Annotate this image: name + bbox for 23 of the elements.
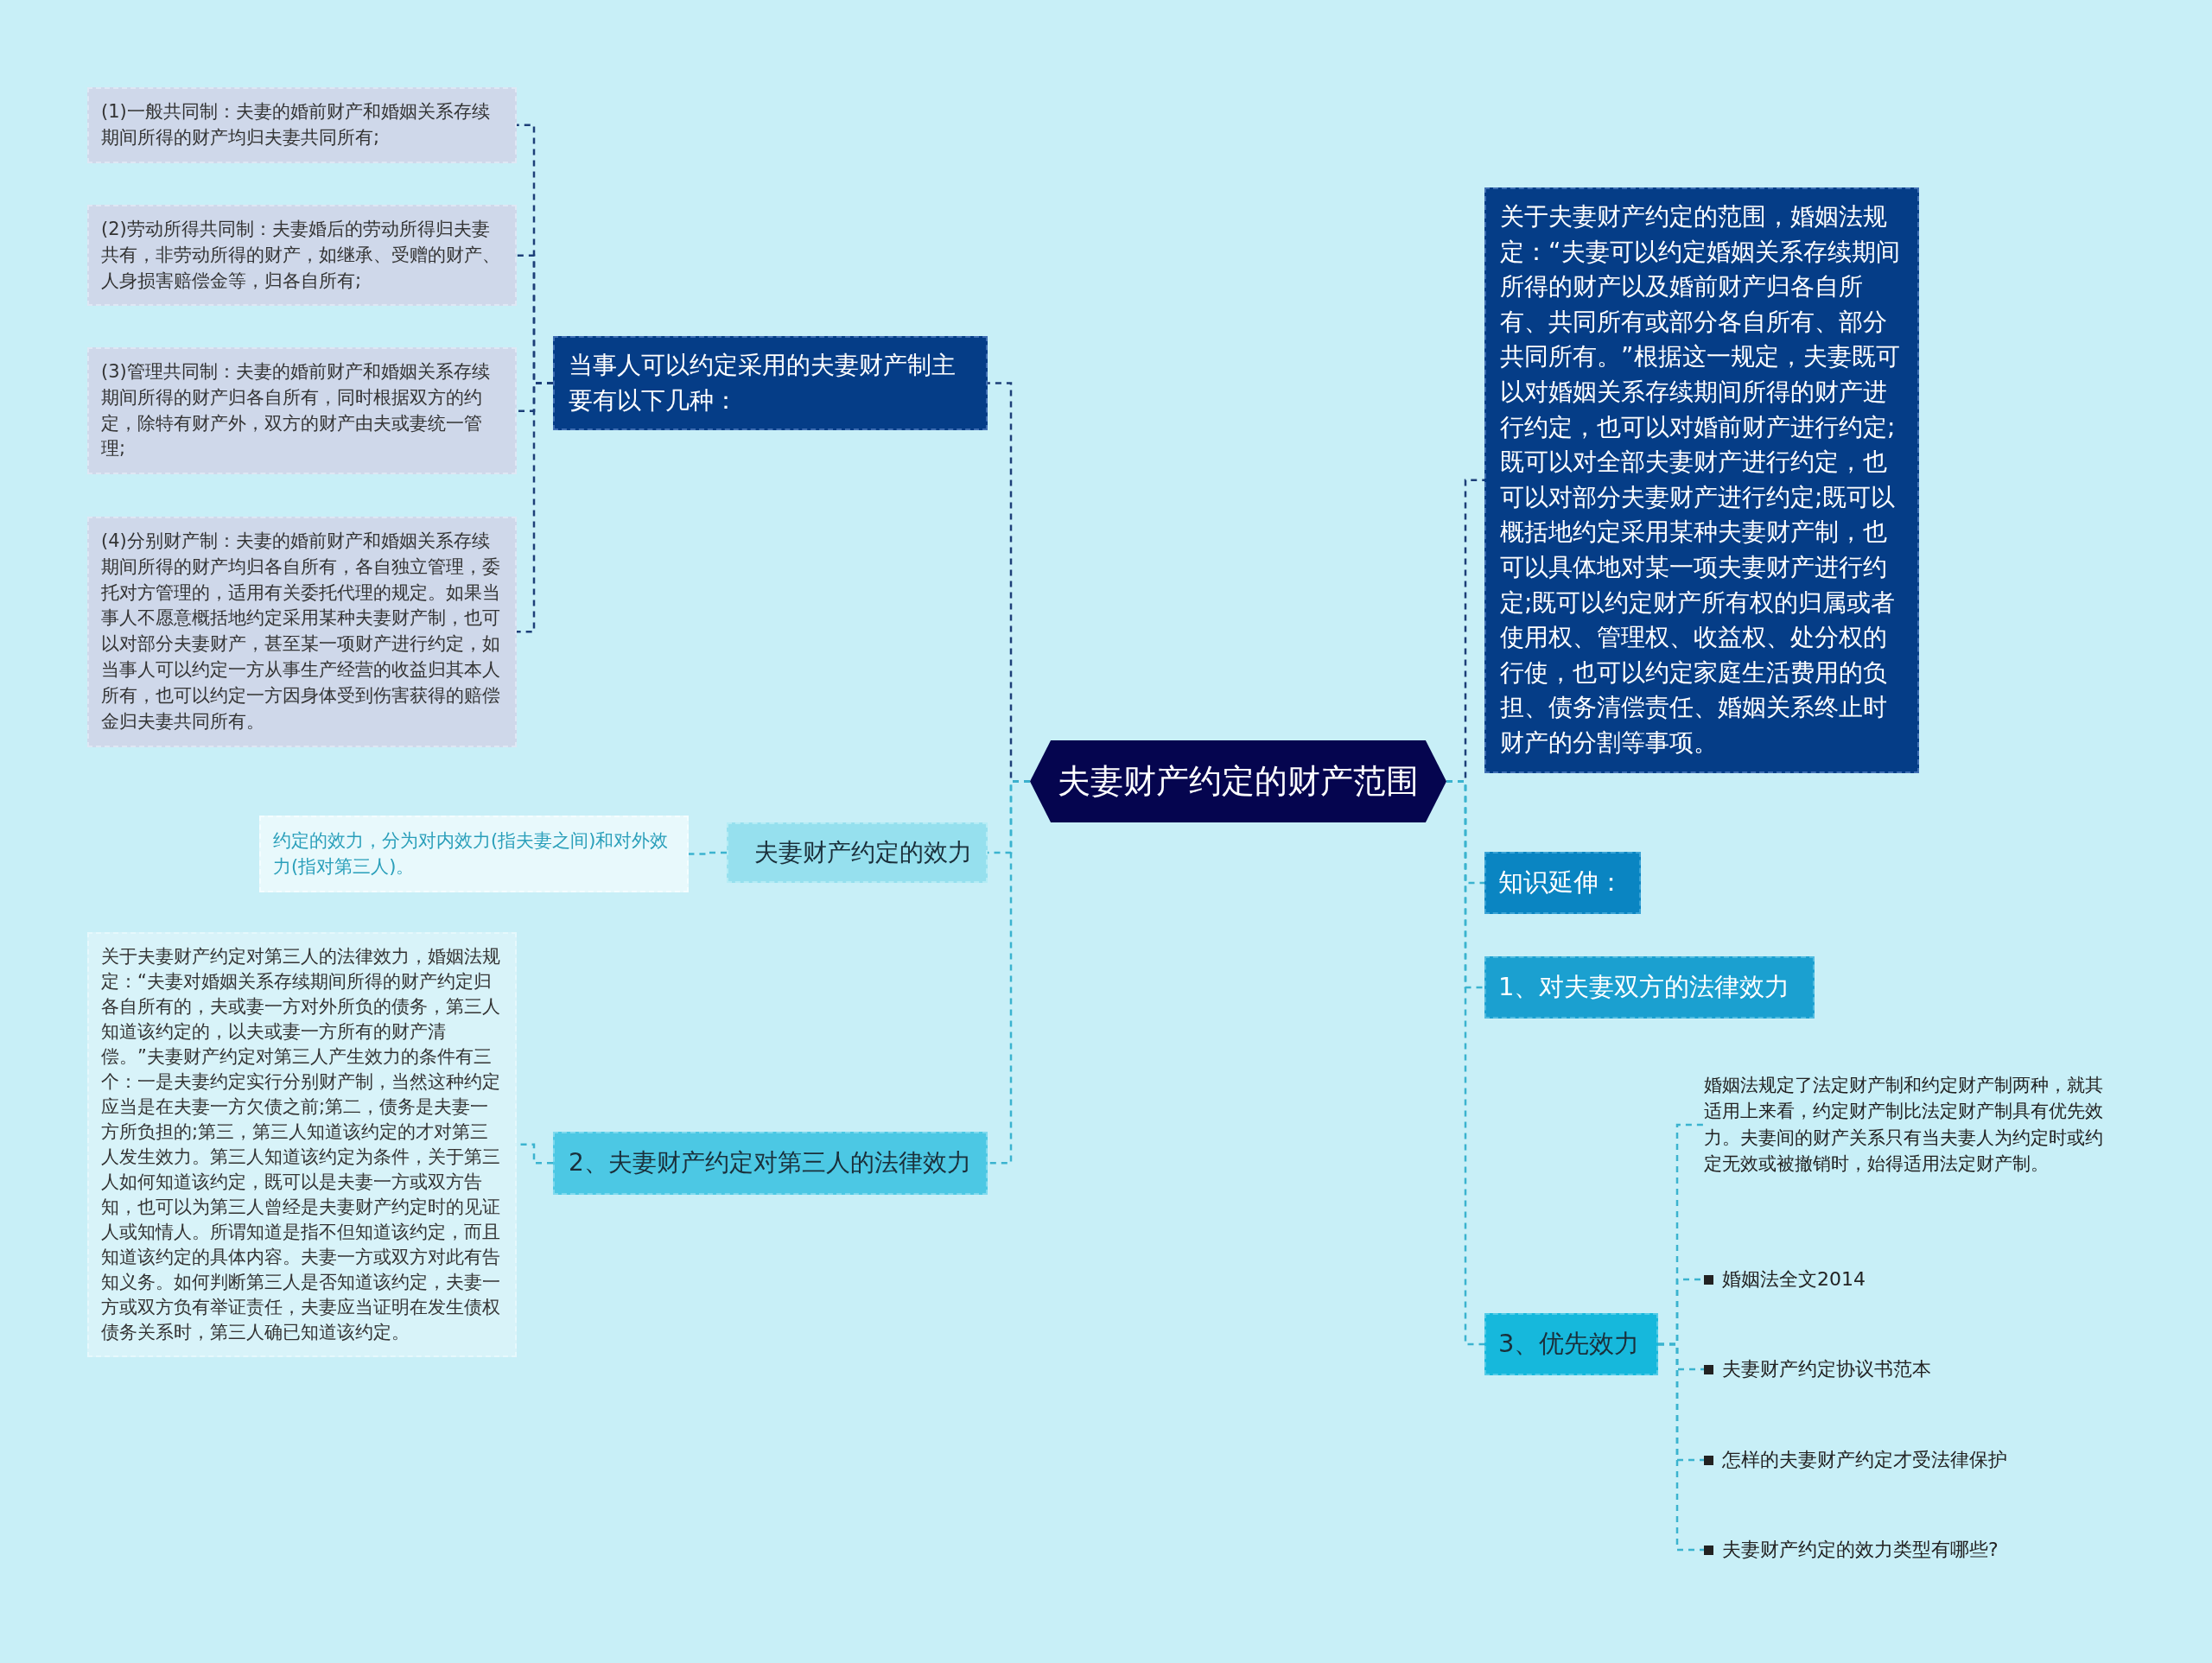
note-box: 约定的效力，分为对内效力(指夫妻之间)和对外效力(指对第三人)。 bbox=[259, 816, 689, 892]
subtopic-box: (3)管理共同制：夫妻的婚前财产和婚姻关系存续期间所得的财产归各自所有，同时根据双方的约定，除特有财产外，双方的财产由夫或妻统一管理; bbox=[87, 347, 517, 475]
link-text: 婚姻法全文2014 bbox=[1722, 1267, 1866, 1292]
connector-line bbox=[1658, 1342, 1704, 1552]
connector-line bbox=[988, 780, 1030, 1165]
link-text: 怎样的夫妻财产约定才受法律保护 bbox=[1722, 1448, 2007, 1472]
topic-box: 2、夫妻财产约定对第三人的法律效力 bbox=[553, 1132, 988, 1195]
subtopic-box: (2)劳动所得共同制：夫妻婚后的劳动所得归夫妻共有，非劳动所得的财产，如继承、受赠的财产、人身损害赔偿金等，归各自所有; bbox=[87, 205, 517, 307]
subtopic-box: (4)分别财产制：夫妻的婚前财产和婚姻关系存续期间所得的财产均归各自所有，各自独立管理，委托对方管理的，适用有关委托代理的规定。如果当事人不愿意概括地约定采用某种夫妻财产制，也可以对部分夫妻财产，甚至某一项财产进行约定，如当事人可以约定一方从事生产经营的收益归其本人所有，也可以约定一方因身体受到伤害获得的赔偿金归夫妻共同所有。 bbox=[87, 517, 517, 747]
link-text: 夫妻财产约定的效力类型有哪些? bbox=[1722, 1538, 1999, 1562]
topic-box: 知识延伸： bbox=[1484, 852, 1641, 914]
topic-box: 1、对夫妻双方的法律效力 bbox=[1484, 956, 1815, 1019]
topic-box: 夫妻财产约定的效力 bbox=[727, 822, 988, 883]
subtopic-box: (1)一般共同制：夫妻的婚前财产和婚姻关系存续期间所得的财产均归夫妻共同所有; bbox=[87, 87, 517, 163]
topic-box: 3、优先效力 bbox=[1484, 1313, 1658, 1375]
note-box: 关于夫妻财产约定对第三人的法律效力，婚姻法规定：“夫妻对婚姻关系存续期间所得的财产约定归各自所有的，夫或妻一方对外所负的债务，第三人知道该约定的，以夫或妻一方所有的财产清偿。”夫妻财产约定对第三人产生效力的条件有三个：一是夫妻约定实行分别财产制，当然这种约定应当是在夫妻一方欠债之前;第二，债务是夫妻一方所负担的;第三，第三人知道该约定的才对第三人发生效力。第三人知道该约定为条件，关于第三人如何知道该约定，既可以是夫妻一方或双方告知，也可以为第三人曾经是夫妻财产约定时的见证人或知情人。所谓知道是指不但知道该约定，而且知道该约定的具体内容。夫妻一方或双方对此有告知义务。如何判断第三人是否知道该约定，夫妻一方或双方负有举证责任，夫妻应当证明在发生债权债务关系时，第三人确已知道该约定。 bbox=[87, 932, 517, 1357]
topic-box: 关于夫妻财产约定的范围，婚姻法规定：“夫妻可以约定婚姻关系存续期间所得的财产以及婚前财产归各自所有、共同所有或部分各自所有、部分共同所有。”根据这一规定，夫妻既可以对婚姻关系存续期间所得的财产进行约定，也可以对婚前财产进行约定;既可以对全部夫妻财产进行约定，也可以对部分夫妻财产进行约定;既可以概括地约定采用某种夫妻财产制，也可以具体地对某一项夫妻财产进行约定;既可以约定财产所有权的归属或者使用权、管理权、收益权、处分权的行使，也可以约定家庭生活费用的负担、债务清偿责任、婚姻关系终止时财产的分割等事项。 bbox=[1484, 187, 1919, 773]
connector-line bbox=[689, 851, 727, 855]
topic-box: 当事人可以约定采用的夫妻财产制主要有以下几种： bbox=[553, 336, 988, 431]
note-text: 婚姻法规定了法定财产制和约定财产制两种，就其适用上来看，约定财产制比法定财产制具有优先效力。夫妻间的财产关系只有当夫妻人为约定时或约定无效或被撤销时，始得适用法定财产制。 bbox=[1704, 1072, 2119, 1177]
central-topic: 夫妻财产约定的财产范围 bbox=[1030, 740, 1446, 822]
connector-line bbox=[517, 382, 553, 633]
link-text: 夫妻财产约定协议书范本 bbox=[1722, 1357, 1931, 1381]
